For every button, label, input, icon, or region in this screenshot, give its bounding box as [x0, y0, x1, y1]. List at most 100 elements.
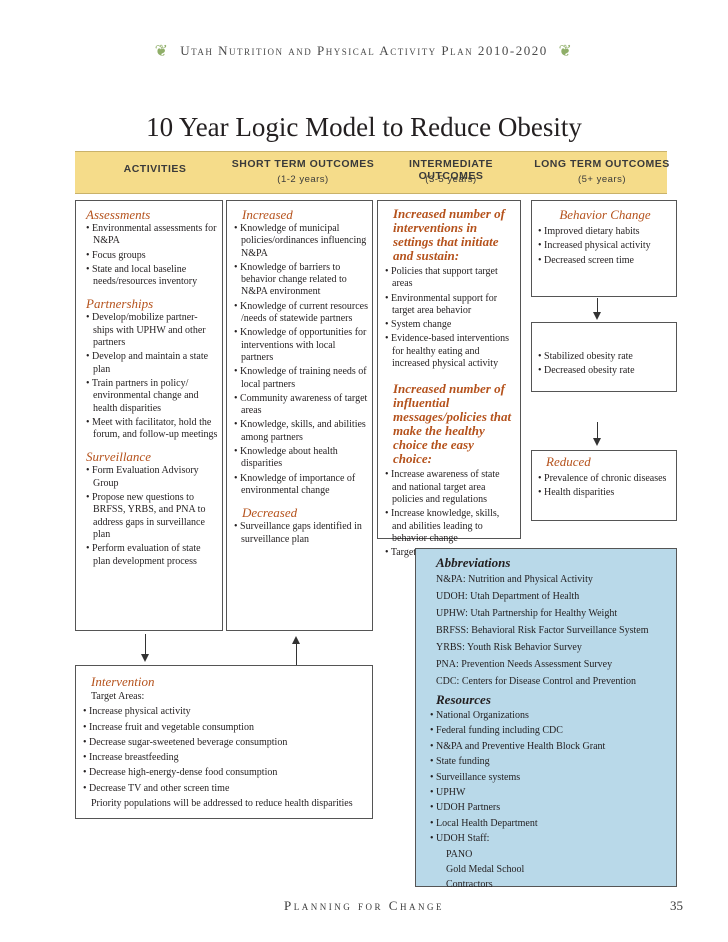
list-item: • Knowledge, skills, and abilities among…	[234, 419, 366, 443]
list-item: • Decrease high-energy-dense food consum…	[83, 767, 278, 779]
column-header-long-term: LONG TERM OUTCOMES	[534, 158, 670, 170]
list-item: • UDOH Partners	[430, 802, 501, 814]
list-item: • Increased physical activity	[538, 240, 651, 252]
list-item: • Knowledge of municipal policies/ordina…	[234, 223, 367, 259]
behavior-change-box: Behavior Change • Improved dietary habit…	[531, 200, 677, 297]
list-item: • Meet with facilitator, hold the forum,…	[86, 416, 218, 441]
running-header: ❦ Utah Nutrition and Physical Activity P…	[0, 41, 728, 61]
column-subheader-intermediate: (3-5 years)	[425, 174, 477, 185]
leaf-ornament-icon: ❦	[154, 43, 170, 60]
list-item: • Health disparities	[538, 487, 615, 499]
column-header-band	[75, 151, 667, 194]
list-item: • Perform evaluation of state plan devel…	[86, 543, 201, 567]
messages-list: • Increase awareness of state and nation…	[385, 469, 516, 559]
list-item: • Local Health Department	[430, 817, 538, 829]
list-item: • Environmental support for target area …	[385, 292, 498, 316]
list-item: • Decrease sugar-sweetened beverage cons…	[83, 736, 288, 748]
list-item: • Focus groups	[86, 249, 146, 261]
page-title: 10 Year Logic Model to Reduce Obesity	[146, 112, 582, 142]
reduced-heading: Reduced	[546, 454, 591, 469]
list-item: • UDOH Staff:	[430, 833, 490, 845]
settings-heading: Increased number of interventions in set…	[393, 206, 505, 263]
list-item: • Increase physical activity	[83, 706, 191, 718]
column-header-activities: ACTIVITIES	[123, 163, 187, 175]
list-item: • System change	[385, 319, 452, 331]
obesity-rate-list: • Stabilized obesity rate • Decreased ob…	[538, 351, 672, 378]
list-item: • Policies that support target areas	[385, 266, 498, 290]
reduced-list: • Prevalence of chronic diseases • Healt…	[538, 473, 672, 500]
list-item: • Knowledge about health disparities	[234, 446, 338, 470]
behavior-change-heading: Behavior Change	[559, 207, 651, 222]
intervention-list: • Increase physical activity • Increase …	[83, 706, 368, 795]
arrow-up-icon	[292, 636, 300, 644]
list-item: • Develop and maintain a state plan	[86, 351, 209, 375]
list-item: • Form Evaluation Advisory Group	[86, 465, 199, 489]
column-subheader-short-term: (1-2 years)	[277, 174, 329, 185]
list-item: • State and local baseline needs/resourc…	[86, 263, 198, 288]
column-subheader-long-term: (5+ years)	[577, 174, 627, 185]
footer-title: Planning for Change	[284, 898, 444, 913]
surveillance-heading: Surveillance	[86, 449, 151, 465]
list-item: • Develop/mobilize partner-ships with UP…	[86, 312, 206, 349]
list-item: • Federal funding including CDC	[430, 725, 563, 737]
list-item: UPHW: Utah Partnership for Healthy Weigh…	[436, 608, 618, 619]
partnerships-heading: Partnerships	[86, 296, 154, 312]
arrow-down-icon	[593, 438, 601, 446]
list-item: BRFSS: Behavioral Risk Factor Surveillan…	[436, 625, 649, 636]
abbreviations-list: N&PA: Nutrition and Physical Activity UD…	[430, 571, 670, 690]
list-item: • Train partners in policy/ environmenta…	[86, 377, 199, 414]
list-item: • Evidence-based interventions for healt…	[385, 333, 510, 370]
list-item: • Increase breastfeeding	[83, 752, 179, 764]
list-item: N&PA: Nutrition and Physical Activity	[436, 574, 593, 585]
list-item: • Decreased screen time	[538, 254, 634, 266]
list-item: • Knowledge of importance of environment…	[234, 472, 356, 496]
intermediate-box: Increased number of interventions in set…	[377, 200, 521, 558]
running-title: Utah Nutrition and Physical Activity Pla…	[180, 43, 548, 58]
priority-note: Priority populations will be addressed t…	[91, 798, 353, 810]
list-item: • Surveillance systems	[430, 771, 521, 783]
list-item: • Community awareness of target areas	[234, 392, 368, 417]
settings-list: • Policies that support target areas • E…	[385, 266, 516, 370]
partnerships-list: • Develop/mobilize partner-ships with UP…	[86, 312, 218, 441]
arrow-line	[597, 298, 598, 314]
column-header-short-term: SHORT TERM OUTCOMES	[231, 158, 375, 170]
decreased-heading: Decreased	[242, 505, 298, 521]
list-item: • Decreased obesity rate	[538, 365, 635, 377]
list-item: • Knowledge of barriers to behavior chan…	[234, 261, 347, 298]
list-item: UDOH: Utah Department of Health	[436, 591, 580, 602]
list-item: • Decrease TV and other screen time	[83, 782, 230, 794]
decreased-list: • Surveillance gaps identified in survei…	[234, 521, 368, 546]
list-item: • Increase fruit and vegetable consumpti…	[83, 721, 254, 733]
arrow-down-icon	[593, 312, 601, 320]
list-item: • Environmental assessments for N&PA	[86, 223, 217, 247]
list-item: • Increase knowledge, skills, and abilit…	[385, 508, 500, 544]
assessments-heading: Assessments	[86, 207, 151, 222]
obesity-rate-box: • Stabilized obesity rate • Decreased ob…	[531, 322, 677, 392]
abbreviations-resources-box: Abbreviations N&PA: Nutrition and Physic…	[415, 548, 677, 890]
target-areas-label: Target Areas:	[91, 691, 145, 702]
page-number: 35	[670, 898, 683, 913]
increased-heading: Increased	[242, 207, 293, 222]
resources-heading: Resources	[436, 692, 491, 707]
list-item: • Knowledge of opportunities for interve…	[234, 327, 367, 363]
list-item: Contractors	[446, 879, 493, 891]
list-item: YRBS: Youth Risk Behavior Survey	[436, 642, 582, 653]
short-term-box: Increased • Knowledge of municipal polic…	[226, 200, 373, 631]
list-item: PNA: Prevention Needs Assessment Survey	[436, 659, 613, 670]
list-item: • Knowledge of current resources /needs …	[234, 300, 369, 325]
arrow-line	[296, 644, 297, 666]
list-item: • Increase awareness of state and nation…	[385, 469, 500, 505]
intervention-box: Intervention Target Areas: • Increase ph…	[75, 665, 373, 819]
activities-box: Assessments • Environmental assessments …	[75, 200, 223, 631]
list-item: • Prevalence of chronic diseases	[538, 473, 667, 484]
resources-list: • National Organizations • Federal fundi…	[430, 708, 670, 893]
list-item: • Surveillance gaps identified in survei…	[234, 521, 362, 545]
list-item: • UPHW	[430, 787, 466, 799]
list-item: CDC: Centers for Disease Control and Pre…	[436, 676, 636, 687]
arrow-down-icon	[141, 654, 149, 662]
abbreviations-heading: Abbreviations	[436, 555, 511, 570]
list-item: • State funding	[430, 756, 490, 768]
arrow-line	[597, 422, 598, 440]
messages-heading: Increased number of influential messages…	[393, 381, 512, 467]
list-item: • Knowledge of training needs of local p…	[234, 366, 367, 390]
